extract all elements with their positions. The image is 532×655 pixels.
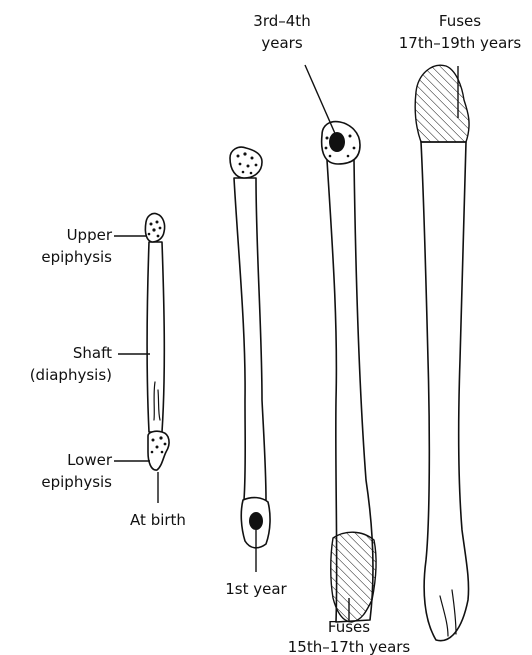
bone-third-fourth-ossification-centre (329, 132, 345, 152)
bone-at-birth-lower-epiphysis (148, 431, 169, 470)
fuses-lower-label-line1: Fuses (328, 618, 370, 636)
at-birth-label: At birth (130, 511, 186, 529)
bone-at-birth (145, 213, 169, 470)
fuses-lower-label-line2: 15th–17th years (288, 638, 411, 655)
bone-first-year-ossification-centre (249, 512, 263, 530)
first-year-label: 1st year (225, 580, 287, 598)
leader-lines (114, 65, 458, 622)
bone-at-birth-upper-epiphysis (145, 213, 164, 242)
bone-first-year-upper-epiphysis (230, 147, 262, 178)
upper-epiphysis-label-line1: Upper (67, 226, 113, 244)
lower-epiphysis-label-line2: epiphysis (41, 473, 112, 491)
bone-fused-upper-epiphysis (415, 65, 469, 142)
bone-first-year-shaft (234, 178, 266, 500)
bone-third-fourth-years (322, 122, 377, 622)
shaft-label-line1: Shaft (73, 344, 112, 362)
bone-fused (415, 65, 469, 640)
bone-fused-shaft (421, 142, 469, 641)
fuses-upper-label-line1: Fuses (439, 12, 481, 30)
upper-epiphysis-label-line2: epiphysis (41, 248, 112, 266)
third-fourth-years-label-line1: 3rd–4th (253, 12, 310, 30)
lower-epiphysis-label-line1: Lower (67, 451, 113, 469)
shaft-label-line2: (diaphysis) (30, 366, 112, 384)
bone-first-year (230, 147, 270, 548)
fuses-upper-label-line2: 17th–19th years (399, 34, 522, 52)
bone-at-birth-shaft (147, 242, 164, 432)
third-fourth-years-label-line2: years (261, 34, 302, 52)
